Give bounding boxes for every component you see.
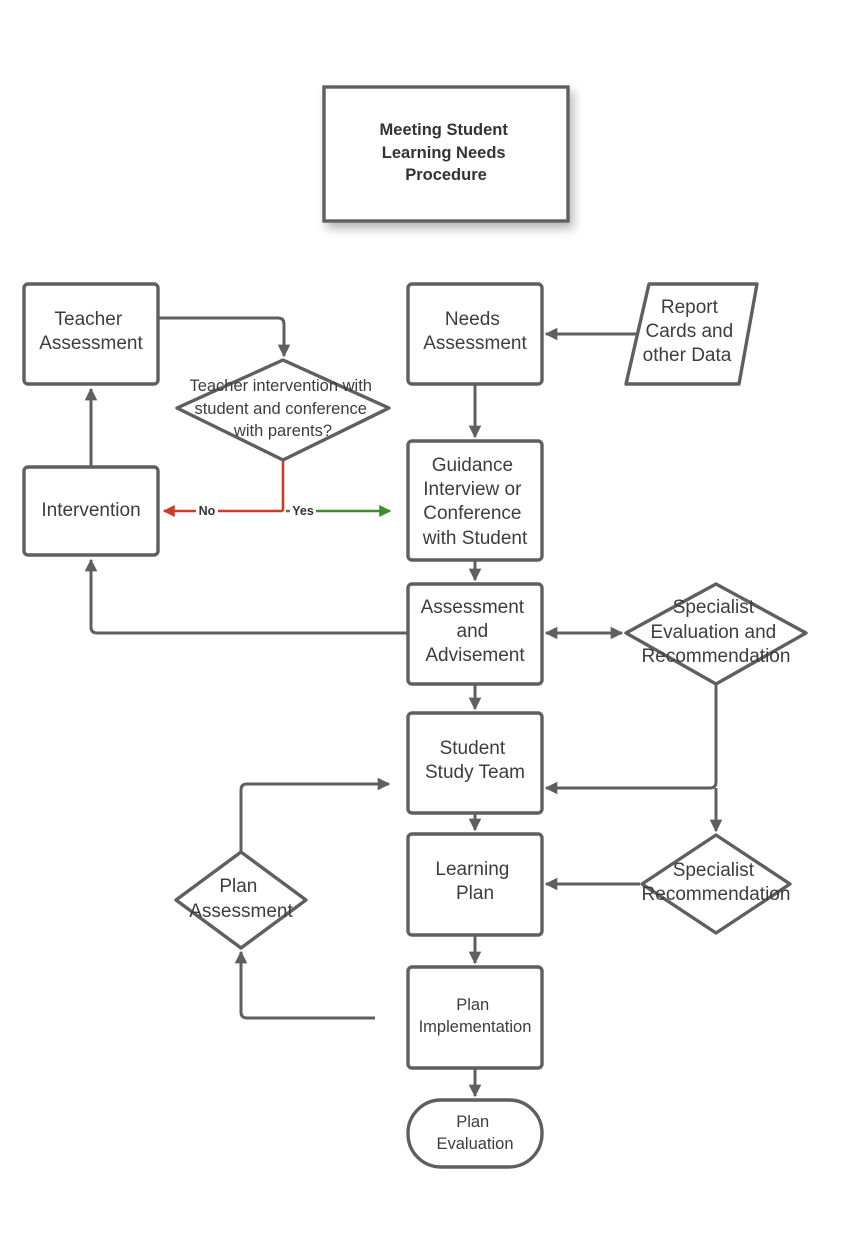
node-label: Interview or xyxy=(423,479,522,500)
node-label: Cards and xyxy=(646,321,734,342)
node-label: Assessment xyxy=(423,333,527,354)
node-learning-plan: Learning Plan xyxy=(406,832,544,937)
node-guidance-interview: Guidance Interview or Conference with St… xyxy=(406,439,544,562)
title-text: Meeting Student Learning Needs Procedure xyxy=(380,121,513,184)
node-plan-implementation: Plan Implementation xyxy=(406,965,544,1070)
title-line-3: Procedure xyxy=(405,166,487,184)
node-label: Study Team xyxy=(425,762,525,783)
node-label: other Data xyxy=(643,345,732,366)
node-label: Teacher xyxy=(55,309,123,330)
node-label: Specialist xyxy=(673,597,755,618)
node-label: Recommendation xyxy=(642,646,791,667)
svg-text:Learning Plan: Learning Plan xyxy=(435,859,514,904)
node-report-cards: Report Cards and other Data xyxy=(624,282,759,386)
node-label: Evaluation and xyxy=(651,622,777,643)
node-label: Assessment xyxy=(39,333,143,354)
node-label: Student xyxy=(440,738,506,759)
svg-text:Specialist Evaluation an: Specialist Evaluation and Recommendation xyxy=(642,597,791,667)
edge-implementation-to-plan-assessment xyxy=(234,950,375,1020)
node-label: Evaluation xyxy=(436,1135,513,1153)
title-line-1: Meeting Student xyxy=(380,121,509,139)
edge-label-no: No xyxy=(199,504,216,518)
node-assessment-advisement: Assessment and Advisement xyxy=(406,582,544,686)
svg-text:Report Cards and o: Report Cards and other Data xyxy=(643,297,739,366)
node-label: with Student xyxy=(422,528,528,549)
svg-text:Assessment and Adv: Assessment and Advisement xyxy=(421,597,530,666)
node-label: Learning xyxy=(435,859,509,880)
title-line-2: Learning Needs xyxy=(382,144,506,162)
node-label: Assessment xyxy=(421,597,525,618)
node-intervention: Intervention xyxy=(22,465,160,557)
node-label: Conference xyxy=(423,503,521,524)
node-specialist-recommendation: Specialist Recommendation xyxy=(640,833,792,935)
node-label: Report xyxy=(661,297,719,318)
edges xyxy=(84,316,723,1098)
node-plan-evaluation: Plan Evaluation xyxy=(406,1098,544,1169)
svg-text:Plan Assessment: Plan Assessment xyxy=(189,876,293,922)
node-label: with parents? xyxy=(233,422,332,440)
node-label: Teacher intervention with xyxy=(189,377,372,395)
svg-text:Intervention: Intervention xyxy=(41,500,140,521)
node-label: Guidance xyxy=(432,455,513,476)
node-label: Needs xyxy=(445,309,500,330)
node-needs-assessment: Needs Assessment xyxy=(406,282,544,386)
svg-text:Teacher Assessment: Teacher Assessment xyxy=(39,309,143,354)
edge-labels: No Yes xyxy=(196,502,316,518)
edge-plan-assessment-to-study-team xyxy=(239,777,391,852)
node-label: Assessment xyxy=(189,901,293,922)
node-teacher-assessment: Teacher Assessment xyxy=(22,282,160,386)
svg-text:Specialist Recommendatio: Specialist Recommendation xyxy=(642,860,791,905)
node-plan-assessment: Plan Assessment xyxy=(174,850,308,950)
node-label: Recommendation xyxy=(642,884,791,905)
node-teacher-decision: Teacher intervention with student and co… xyxy=(175,358,391,462)
node-label: Implementation xyxy=(419,1018,532,1036)
node-label: student and conference xyxy=(194,400,366,418)
node-specialist-evaluation: Specialist Evaluation and Recommendation xyxy=(624,582,808,686)
node-label: Plan xyxy=(456,883,494,904)
title-box: Meeting Student Learning Needs Procedure xyxy=(322,85,570,223)
node-label: Advisement xyxy=(425,645,525,666)
node-student-study-team: Student Study Team xyxy=(406,711,544,815)
node-label: Plan xyxy=(456,1113,489,1131)
svg-text:Needs Assessment: Needs Assessment xyxy=(423,309,527,354)
edge-label-yes: Yes xyxy=(292,504,314,518)
edge-advisement-to-intervention xyxy=(84,558,407,635)
svg-text:Guidance Interview or: Guidance Interview or Conference with St… xyxy=(422,455,528,549)
node-label: Intervention xyxy=(41,500,140,521)
edge-specialist-evaluation-to-study-team xyxy=(544,684,718,795)
svg-text:Plan Implementation: Plan Implementation xyxy=(419,996,532,1036)
svg-text:Plan Evaluation: Plan Evaluation xyxy=(436,1113,513,1153)
node-label: and xyxy=(457,621,489,642)
node-label: Specialist xyxy=(673,860,755,881)
node-label: Plan xyxy=(219,876,257,897)
node-label: Plan xyxy=(456,996,489,1014)
svg-text:Teacher intervention with: Teacher intervention with student and co… xyxy=(189,377,376,440)
svg-text:Student Study Team: Student Study Team xyxy=(425,738,525,783)
edge-teacher-assessment-to-decision xyxy=(158,316,291,358)
